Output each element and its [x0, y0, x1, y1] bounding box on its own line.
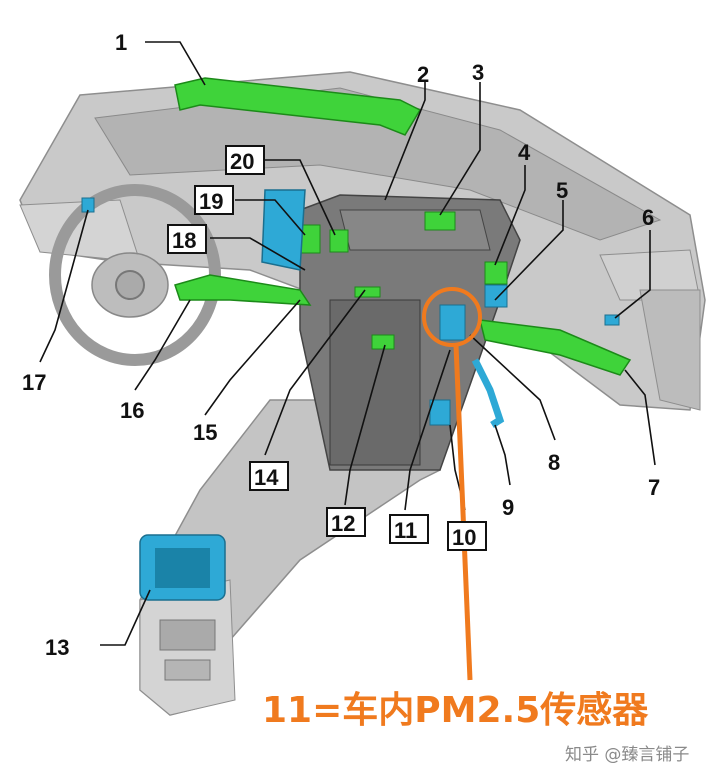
- callout-18: 18: [172, 228, 196, 253]
- leader-lines: [39, 41, 656, 646]
- pm25-sensor-indicator: [422, 287, 482, 681]
- callout-10: 10: [452, 525, 476, 550]
- callout-20: 20: [230, 149, 254, 174]
- zhihu-watermark: 知乎 @臻言铺子: [565, 745, 689, 765]
- callout-14: 14: [254, 465, 279, 490]
- callout-2: 2: [417, 62, 429, 87]
- callout-1: 1: [115, 30, 127, 55]
- callout-4: 4: [518, 140, 531, 165]
- callout-6: 6: [642, 205, 654, 230]
- callout-7: 7: [648, 475, 660, 500]
- callout-9: 9: [502, 495, 514, 520]
- green-ducts: [174, 77, 632, 376]
- callout-15: 15: [193, 420, 217, 445]
- hvac-housing: [299, 194, 521, 471]
- callout-19: 19: [199, 189, 223, 214]
- blue-parts: [81, 189, 620, 601]
- callout-17: 17: [22, 370, 46, 395]
- callout-13: 13: [45, 635, 69, 660]
- callout-3: 3: [472, 60, 484, 85]
- steering-wheel: [49, 184, 221, 366]
- callout-16: 16: [120, 398, 144, 423]
- callout-5: 5: [556, 178, 568, 203]
- callout-12: 12: [331, 511, 355, 536]
- pm25-sensor-caption: 11=车内PM2.5传感器: [262, 690, 649, 731]
- callout-labels: 1 2 3 4 5 6 7 8 9 10 11 12 13 14 15 16 1…: [22, 30, 660, 660]
- callout-8: 8: [548, 450, 560, 475]
- callout-11: 11: [394, 518, 417, 543]
